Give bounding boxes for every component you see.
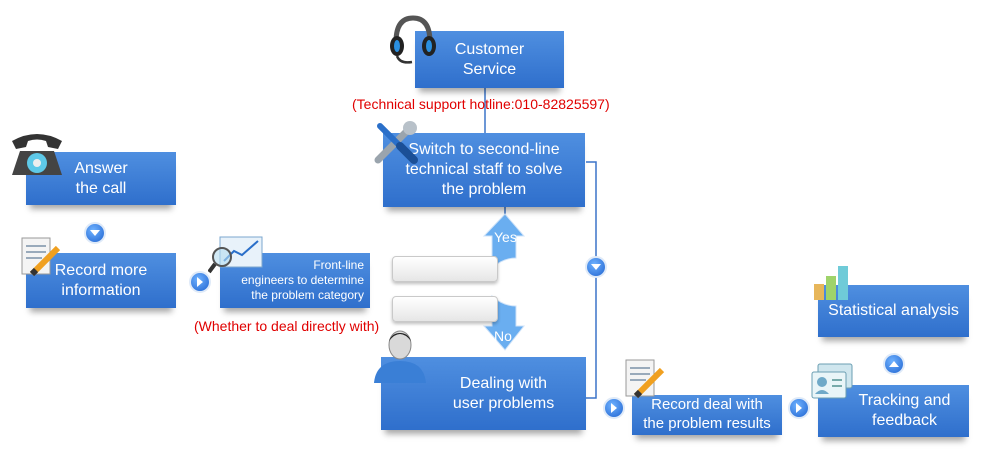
statistical-label: Statistical analysis: [828, 302, 959, 319]
chevron-down-icon: [90, 230, 100, 236]
hotline-annotation: (Technical support hotline:010-82825597): [352, 96, 610, 112]
chevron-right-icon: [611, 403, 617, 413]
telephone-icon: [12, 134, 62, 175]
chevron-down-icon: [591, 264, 601, 270]
switch-second-line-box: Switch to second-line technical staff to…: [383, 133, 585, 207]
notepad-pencil-icon: [21, 237, 61, 277]
flow-right-circle-3: [788, 397, 810, 419]
customer-service-label: Customer Service: [454, 40, 525, 78]
record-more-box: Record more information: [26, 253, 176, 308]
flow-right-circle-1: [189, 271, 211, 293]
bar-chart-icon: [814, 266, 848, 300]
decision-bar-no: [392, 296, 498, 322]
flow-down-circle-1: [84, 222, 106, 244]
yes-label: Yes: [494, 229, 517, 245]
connector-bracket-right: [586, 161, 597, 399]
front-line-box: Front-line engineers to determine the pr…: [220, 253, 370, 308]
decision-bar-yes: [392, 256, 498, 282]
dealing-label: Dealing with user problems: [452, 374, 555, 412]
answer-call-label: Answer the call: [74, 159, 128, 197]
tracking-label: Tracking and feedback: [858, 392, 951, 429]
record-deal-box: Record deal with the problem results: [632, 395, 782, 435]
wrench-screwdriver-icon: [374, 121, 418, 164]
flow-down-circle-2: [585, 256, 607, 278]
front-line-label: Front-line engineers to determine the pr…: [241, 258, 364, 302]
chevron-right-icon: [197, 277, 203, 287]
switch-second-line-label: Switch to second-line technical staff to…: [405, 141, 563, 198]
chevron-right-icon: [796, 403, 802, 413]
flow-up-circle: [883, 353, 905, 375]
dealing-box: Dealing with user problems: [381, 357, 586, 430]
flow-right-circle-2: [603, 397, 625, 419]
no-label: No: [494, 328, 512, 344]
user-avatar-icon: [374, 330, 426, 383]
id-cards-icon: [811, 363, 853, 399]
record-more-label: Record more information: [54, 261, 148, 299]
whether-annotation: (Whether to deal directly with): [194, 318, 380, 334]
notepad-pencil-icon: [625, 359, 665, 399]
chevron-up-icon: [889, 361, 899, 367]
chart-magnifier-icon: [208, 236, 263, 274]
record-deal-label: Record deal with the problem results: [643, 396, 771, 432]
headset-icon: [390, 15, 436, 64]
customer-service-box: Customer Service: [415, 31, 564, 88]
